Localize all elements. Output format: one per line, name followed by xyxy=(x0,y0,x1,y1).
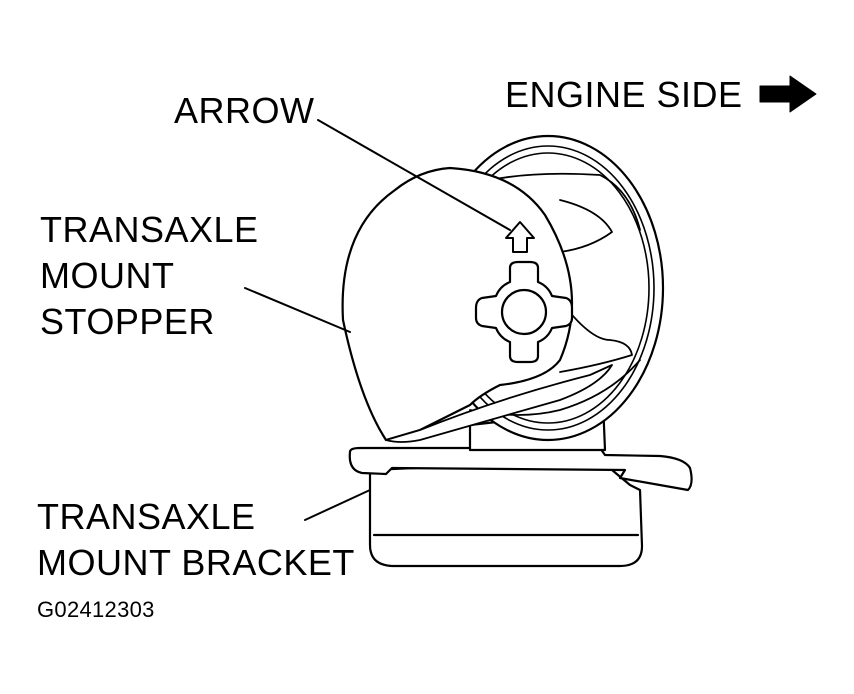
stopper-label-line3: STOPPER xyxy=(40,301,215,342)
bracket-leader-line xyxy=(304,489,371,521)
bracket-label-line1: TRANSAXLE xyxy=(37,496,256,537)
stopper-label-line1: TRANSAXLE xyxy=(40,209,259,250)
mount-bracket xyxy=(348,446,693,568)
figure-code: G02412303 xyxy=(37,597,155,622)
engine-side-label: ENGINE SIDE xyxy=(505,74,743,115)
bracket-label-line2: MOUNT BRACKET xyxy=(37,542,355,583)
up-arrow-icon xyxy=(505,221,535,253)
stopper-leader-line xyxy=(244,287,351,333)
stopper-label-line2: MOUNT xyxy=(40,255,175,296)
right-arrow-icon xyxy=(759,75,817,113)
arrow-leader-line xyxy=(317,119,511,231)
arrow-label: ARROW xyxy=(174,90,315,131)
mount-center-hub xyxy=(474,260,574,364)
